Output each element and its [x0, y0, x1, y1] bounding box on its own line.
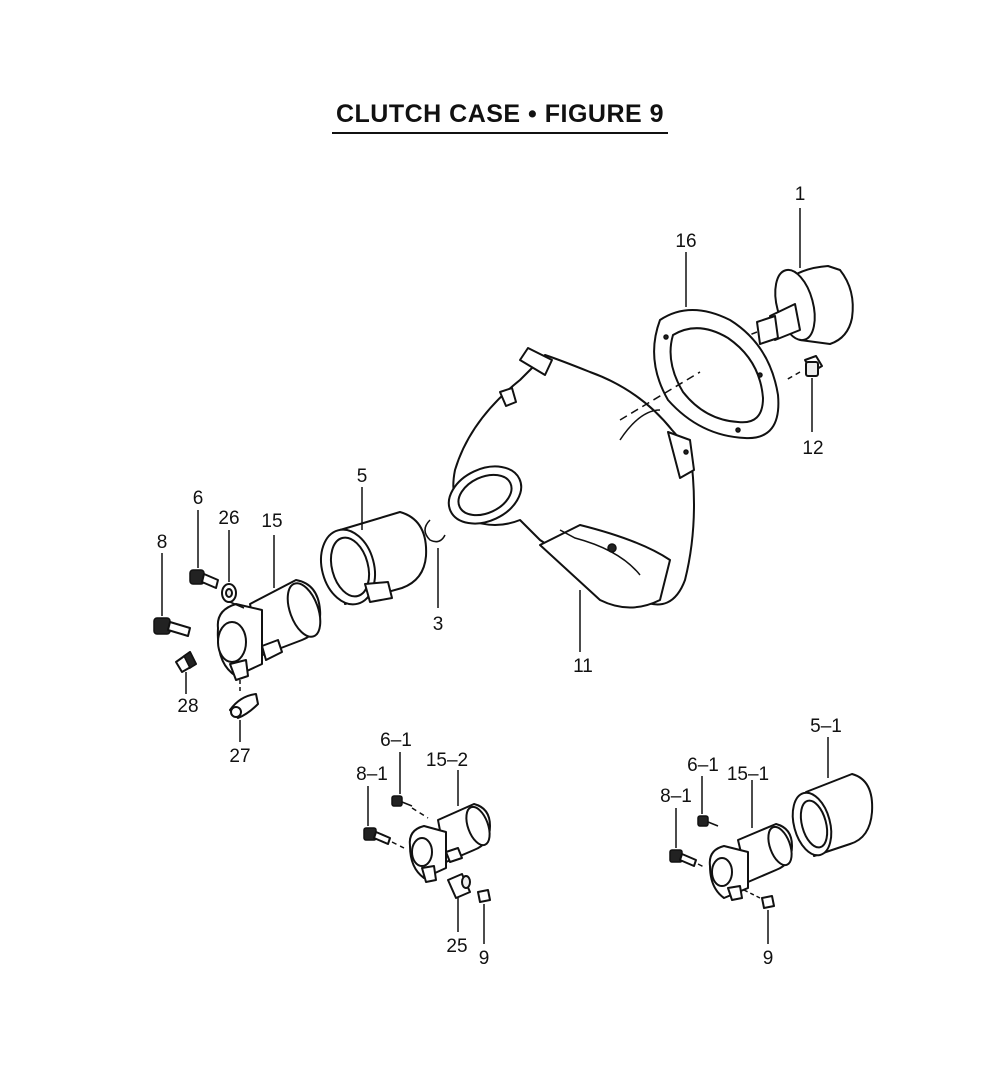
callout-28: 28	[177, 696, 198, 717]
callout-8: 8	[157, 532, 168, 553]
callout-3: 3	[433, 614, 444, 635]
part-washer	[221, 530, 237, 603]
callout-12: 12	[802, 438, 823, 459]
callout-8-1-middle: 8–1	[356, 764, 388, 785]
callout-5: 5	[357, 466, 368, 487]
callout-6-1-middle: 6–1	[380, 730, 412, 751]
callout-15-1: 15–1	[727, 764, 769, 785]
callout-11: 11	[573, 656, 593, 677]
callout-5-1: 5–1	[810, 716, 842, 737]
assembly-15-2	[363, 752, 491, 944]
callout-6: 6	[193, 488, 204, 509]
callout-9-middle: 9	[479, 948, 490, 969]
callout-labels: 1 16 12 5 3 11 6 26 15 8 28 27 6–1 15–2 …	[157, 184, 842, 969]
part-fork-holder	[216, 535, 322, 681]
part-sleeve	[320, 487, 428, 606]
page-title: CLUTCH CASE • FIGURE 9	[0, 100, 1000, 134]
callout-15-2: 15–2	[426, 750, 468, 771]
part-bolt-12	[785, 355, 823, 432]
part-snap-ring	[424, 519, 446, 608]
callout-15: 15	[261, 511, 282, 532]
part-gasket	[653, 252, 780, 440]
callout-26: 26	[218, 508, 239, 529]
part-clutch-drum	[741, 208, 854, 345]
callout-8-1-right: 8–1	[660, 786, 692, 807]
callout-1: 1	[795, 184, 806, 205]
part-bolt-6	[189, 510, 219, 589]
callout-16: 16	[675, 231, 696, 252]
callout-27: 27	[229, 746, 250, 767]
callout-6-1-right: 6–1	[687, 755, 719, 776]
part-bolt-8	[153, 553, 191, 637]
callout-25: 25	[446, 936, 467, 957]
callout-9-right: 9	[763, 948, 774, 969]
part-key	[175, 650, 197, 694]
part-lock-plate	[229, 680, 259, 742]
assembly-15-1	[669, 737, 874, 944]
part-clutch-case	[447, 347, 701, 652]
